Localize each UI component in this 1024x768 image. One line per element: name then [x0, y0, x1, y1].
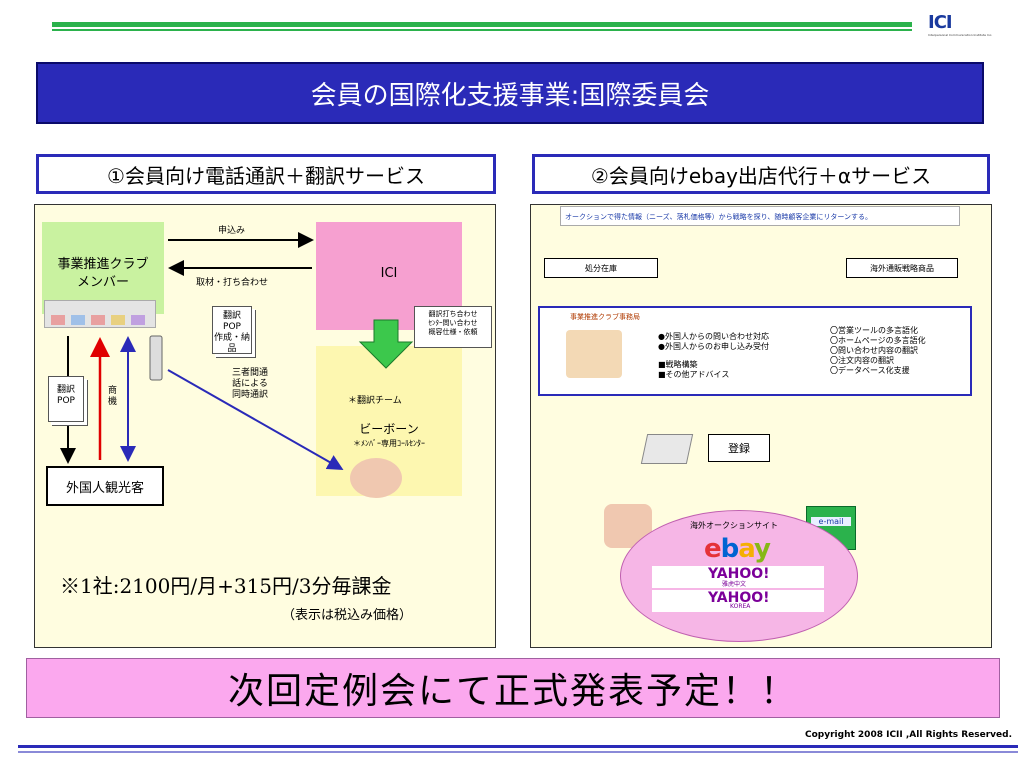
- office-heading: 事業推進クラブ事務局: [570, 313, 640, 321]
- beeborn-label: ビーボーン: [359, 422, 419, 436]
- shops-illustration: [44, 300, 156, 328]
- pop-document-2-label: 翻訳 POP: [56, 385, 75, 406]
- left-section-heading: ①会員向け電話通訳＋翻訳サービス: [36, 154, 496, 194]
- member-box-label: 事業推進クラブ メンバー: [57, 257, 149, 290]
- bottom-banner: 次回定例会にて正式発表予定！！: [26, 658, 1000, 718]
- translate-team-label: ＊翻訳チーム: [348, 396, 402, 406]
- office-col2-item: 〇営業ツールの多言語化: [830, 326, 918, 335]
- bottom-rule-thin: [18, 751, 1018, 753]
- right-section-heading: ②会員向けebay出店代行＋αサービス: [532, 154, 990, 194]
- slide-title: 会員の国際化支援事業:国際委員会: [36, 62, 984, 124]
- apply-label: 申込み: [218, 226, 246, 236]
- right-topnote: オークションで得た情報（ニーズ、落札価格等）から戦略を探り、随時顧客企業にリター…: [560, 206, 960, 226]
- fee-note: （表示は税込み価格）: [282, 608, 413, 623]
- register-box: 登録: [708, 434, 770, 462]
- pop-document-2: 翻訳 POP: [48, 376, 84, 422]
- beeborn-sub-label: ＊ﾒﾝﾊﾞｰ専用ｺｰﾙｾﾝﾀｰ: [353, 439, 425, 448]
- yahoo-china-logo: YAHOO!: [708, 566, 770, 582]
- yahoo-china-sub: 雅虎中文: [722, 581, 747, 588]
- office-col2-item: 〇データベース化支援: [830, 366, 910, 375]
- auction-site-label: 海外オークションサイト: [690, 521, 778, 530]
- ebay-logo: ebay: [704, 534, 771, 564]
- three-way-arrow: [167, 369, 344, 470]
- office-box: 事業推進クラブ事務局 ●外国人からの問い合わせ対応 ●外国人からのお申し込み受付…: [538, 306, 972, 396]
- office-col2-item: 〇ホームページの多言語化: [830, 336, 926, 345]
- email-label: e-mail: [811, 517, 851, 526]
- ici-label: ICI: [380, 266, 398, 281]
- office-col2-item: 〇問い合わせ内容の翻訳: [830, 346, 918, 355]
- pop-document: 翻訳 POP 作成・納品: [212, 306, 252, 354]
- keyboard-icon: [640, 434, 694, 464]
- office-worker-icon: [566, 330, 622, 378]
- top-rule-thin: [52, 29, 912, 31]
- green-down-arrow: [358, 319, 414, 369]
- foreign-tourist-box: 外国人観光客: [46, 466, 164, 506]
- office-col1: ●外国人からの問い合わせ対応 ●外国人からのお申し込み受付 ■戦略構築 ■その他…: [658, 332, 769, 380]
- office-col1-item: ●外国人からのお申し込み受付: [658, 342, 769, 351]
- bottom-rule: [18, 745, 1018, 748]
- yahoo-china-banner: YAHOO! 雅虎中文: [652, 566, 824, 588]
- note-box: 翻訳打ち合わせ ｾﾝﾀｰ問い合わせ 概容仕様・依頼: [414, 306, 492, 348]
- copyright: Copyright 2008 ICII ,All Rights Reserved…: [805, 730, 1012, 740]
- office-col1-item: ■その他アドバイス: [658, 370, 730, 379]
- office-col2: 〇営業ツールの多言語化 〇ホームページの多言語化 〇問い合わせ内容の翻訳 〇注文…: [830, 326, 926, 376]
- note-box-label: 翻訳打ち合わせ ｾﾝﾀｰ問い合わせ 概容仕様・依頼: [428, 310, 478, 336]
- yahoo-korea-logo: YAHOO!: [708, 590, 770, 606]
- goods-label: 商 機: [108, 386, 118, 407]
- stock-box: 処分在庫: [544, 258, 658, 278]
- office-col1-item: ■戦略構築: [658, 360, 698, 369]
- overseas-goods-box: 海外通販戦略商品: [846, 258, 958, 278]
- member-box: 事業推進クラブ メンバー: [42, 222, 164, 314]
- yahoo-korea-banner: YAHOO! KOREA: [652, 590, 824, 612]
- yahoo-korea-sub: KOREA: [730, 603, 751, 610]
- office-col2-item: 〇注文内容の翻訳: [830, 356, 894, 365]
- office-col1-item: ●外国人からの問い合わせ対応: [658, 332, 769, 341]
- logo-subtitle: Interpersonal Communication Institute In…: [928, 33, 993, 37]
- phone-icon: [149, 335, 163, 381]
- logo: ICI Interpersonal Communication Institut…: [928, 12, 1008, 46]
- logo-mark: ICI: [928, 12, 953, 33]
- pop-document-label: 翻訳 POP 作成・納品: [213, 311, 250, 354]
- operator-icon: [350, 458, 402, 498]
- fee-text: ※1社:2100円/月+315円/3分毎課金: [60, 574, 392, 598]
- three-way-label: 三者間通 話による 同時通訳: [232, 368, 269, 400]
- interview-label: 取材・打ち合わせ: [196, 278, 269, 288]
- top-rule: [52, 22, 912, 27]
